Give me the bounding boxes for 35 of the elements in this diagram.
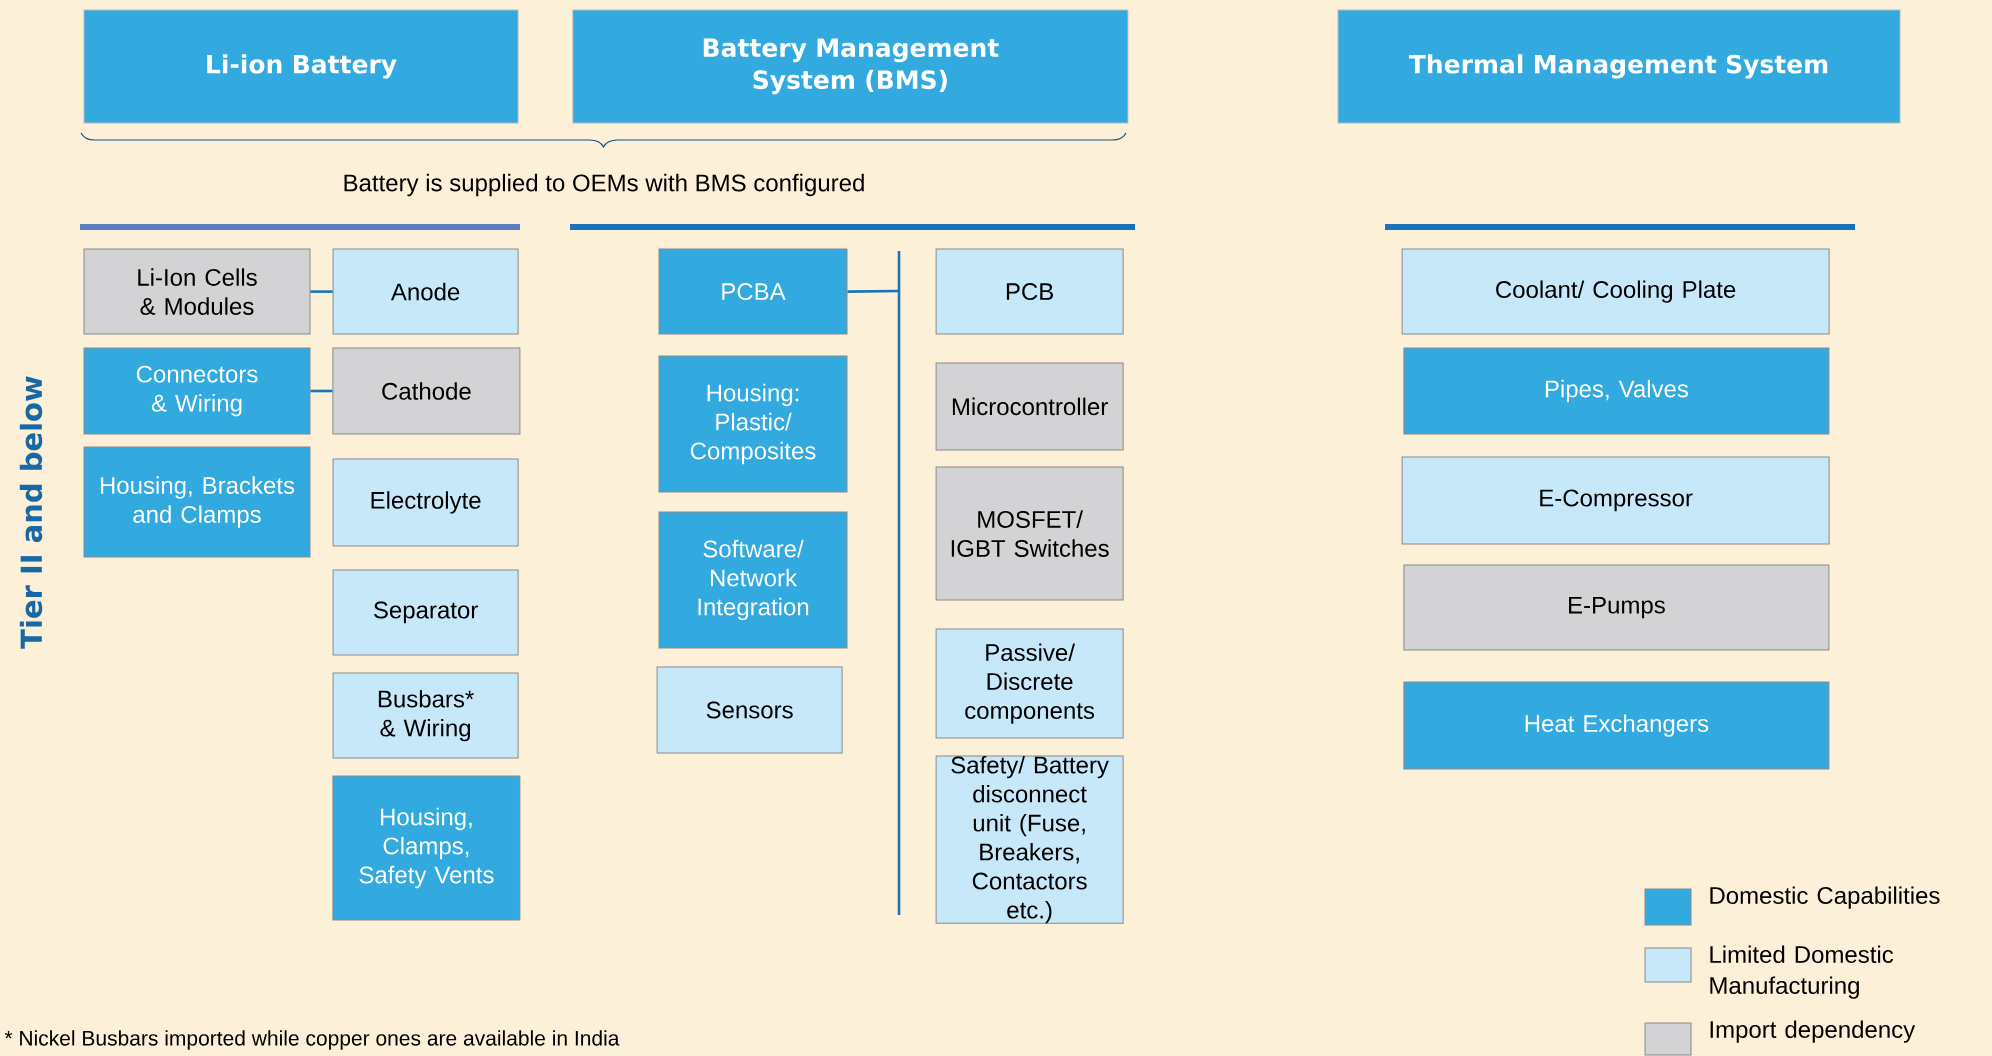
component-box: MOSFET/ IGBT Switches <box>935 466 1124 601</box>
component-box: Microcontroller <box>935 362 1124 451</box>
heading-box: Thermal Management System <box>1337 9 1901 124</box>
component-box: E-Compressor <box>1401 456 1830 545</box>
component-box: Sensors <box>656 666 843 754</box>
component-box: Cathode <box>332 347 521 435</box>
component-box: Housing, Clamps, Safety Vents <box>332 775 521 921</box>
component-box: Connectors & Wiring <box>83 347 311 435</box>
component-box: Electrolyte <box>332 458 519 547</box>
component-box: Housing, Brackets and Clamps <box>83 446 311 558</box>
component-box: Heat Exchangers <box>1403 681 1830 770</box>
component-box: Anode <box>332 248 519 335</box>
component-box: Software/ Network Integration <box>658 511 848 649</box>
component-box: Busbars* & Wiring <box>332 672 519 759</box>
brace-label: Battery is supplied to OEMs with BMS configured <box>344 173 864 197</box>
heading-box: Battery Management System (BMS) <box>572 9 1129 124</box>
legend-label: Domestic Capabilities <box>1710 886 1940 909</box>
component-box: Separator <box>332 569 519 656</box>
component-box: Coolant/ Cooling Plate <box>1401 248 1830 335</box>
connector-line <box>310 290 333 293</box>
component-box: PCB <box>935 248 1124 335</box>
connector-line <box>847 289 900 293</box>
side-label: Tier II and below <box>19 376 43 649</box>
connector-line <box>310 389 333 393</box>
component-box: Li-Ion Cells & Modules <box>83 248 311 335</box>
heading-box: Li-ion Battery <box>83 9 519 124</box>
component-box: Passive/ Discrete components <box>935 628 1124 739</box>
component-box: E-Pumps <box>1403 564 1830 651</box>
component-box: Housing: Plastic/ Composites <box>658 355 848 493</box>
legend-label: Import dependency <box>1710 1020 1916 1043</box>
legend-label: Limited Domestic Manufacturing <box>1710 945 1894 999</box>
component-box: PCBA <box>658 248 848 335</box>
footnote: * Nickel Busbars imported while copper ones are available in India <box>4 1030 620 1050</box>
component-box: Pipes, Valves <box>1403 347 1830 435</box>
component-box: Safety/ Battery disconnect unit (Fuse, Breakers, Contactors etc.) <box>935 755 1124 924</box>
